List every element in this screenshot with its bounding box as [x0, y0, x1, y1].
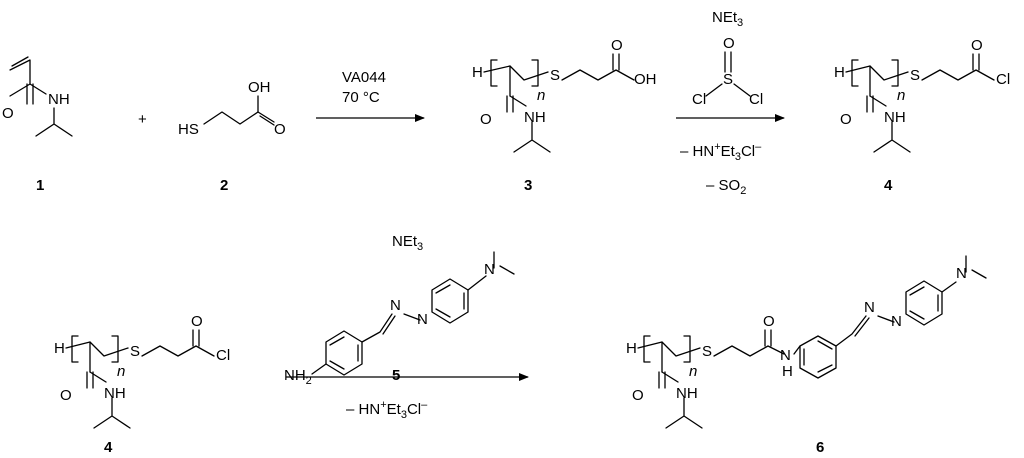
c2-oh: OH [248, 79, 271, 96]
c4b-acyl-oxygen: O [191, 313, 203, 330]
arrow2-byproduct-so2: – SO2 [706, 177, 746, 197]
arrow1-temperature: 70 °C [342, 89, 380, 106]
socl2-chlorine-1: Cl [692, 91, 706, 108]
c5-amine-nitrogen: NH2 [284, 367, 312, 387]
c6-s: S [702, 343, 712, 360]
c5-azo-nitrogen-1: N [390, 297, 401, 314]
compound-number-4-top: 4 [884, 177, 893, 194]
arrow2-byproduct-salt: – HN+Et3Cl– [680, 141, 762, 163]
compound-number-6: 6 [816, 439, 824, 456]
compound-2-mercaptopropionic-acid: HS OH O 2 [178, 79, 286, 194]
arrow3-byproduct-salt: – HN+Et3Cl– [346, 399, 428, 421]
c3-nh: NH [524, 109, 546, 126]
c1-oxygen: O [2, 105, 14, 122]
reaction-arrow-1: VA044 70 °C [316, 69, 425, 122]
c3-s: S [550, 67, 560, 84]
c6-amide2-oxygen: O [763, 313, 775, 330]
compound-number-3: 3 [524, 177, 532, 194]
c2-oxygen: O [274, 121, 286, 138]
c3-n: n [537, 87, 545, 104]
compound-number-4-bottom: 4 [104, 439, 113, 456]
compound-4-acyl-chloride-bottom: H n S Cl O O NH 4 [54, 313, 230, 456]
compound-4-acyl-chloride-top: H n S Cl O O NH 4 [834, 37, 1010, 194]
c4-acyl-oxygen: O [971, 37, 983, 54]
c4b-chlorine: Cl [216, 347, 230, 364]
c4b-n: n [117, 363, 125, 380]
c3-h: H [472, 64, 483, 81]
c6-amide-oxygen: O [632, 387, 644, 404]
compound-3-pnipam-acid: H n S OH O O NH 3 [472, 37, 657, 194]
c6-amide2-nitrogen: N [780, 347, 791, 364]
c4-s: S [910, 67, 920, 84]
reaction-arrow-3: – HN+Et3Cl– [286, 373, 529, 421]
c6-n: n [689, 363, 697, 380]
reaction-arrow-2: NEt3 O S Cl Cl – HN+Et3Cl– – SO2 [676, 9, 785, 197]
c6-nh: NH [676, 385, 698, 402]
arrow3-base: NEt3 [392, 233, 423, 253]
c4b-amide-oxygen: O [60, 387, 72, 404]
c4b-h: H [54, 340, 65, 357]
c6-azo-nitrogen-1: N [864, 299, 875, 316]
c4-chlorine: Cl [996, 71, 1010, 88]
compound-1-nipam: O NH 1 [2, 56, 73, 194]
c5-azo-nitrogen-2: N [417, 311, 428, 328]
socl2-sulfur: S [723, 71, 733, 88]
c1-nh: NH [48, 91, 70, 108]
c4b-s: S [130, 343, 140, 360]
socl2-chlorine-2: Cl [749, 91, 763, 108]
arrow2-base: NEt3 [712, 9, 743, 29]
plus-sign: + [138, 111, 147, 128]
c6-amide2-hydrogen: H [782, 363, 793, 380]
compound-5-aminoazobenzene: NEt3 NH2 N N N 5 [284, 233, 515, 387]
c4-n: n [897, 87, 905, 104]
c4b-nh: NH [104, 385, 126, 402]
c2-hs: HS [178, 121, 199, 138]
thionyl-chloride: O S Cl Cl [692, 35, 763, 108]
c3-acid-oxygen: O [611, 37, 623, 54]
compound-number-2: 2 [220, 177, 228, 194]
c6-dimethylamino-nitrogen: N [956, 265, 967, 282]
c6-azo-nitrogen-2: N [891, 313, 902, 330]
compound-number-5: 5 [392, 367, 400, 384]
c5-dimethylamino-nitrogen: N [484, 261, 495, 278]
c4-h: H [834, 64, 845, 81]
socl2-oxygen: O [723, 35, 735, 52]
arrow1-initiator: VA044 [342, 69, 386, 86]
c4-nh: NH [884, 109, 906, 126]
c4-amide-oxygen: O [840, 111, 852, 128]
c6-h: H [626, 340, 637, 357]
compound-6-product: H n S O N H O NH N N N 6 [626, 255, 987, 456]
c3-oh: OH [634, 71, 657, 88]
compound-number-1: 1 [36, 177, 44, 194]
c3-amide-oxygen: O [480, 111, 492, 128]
